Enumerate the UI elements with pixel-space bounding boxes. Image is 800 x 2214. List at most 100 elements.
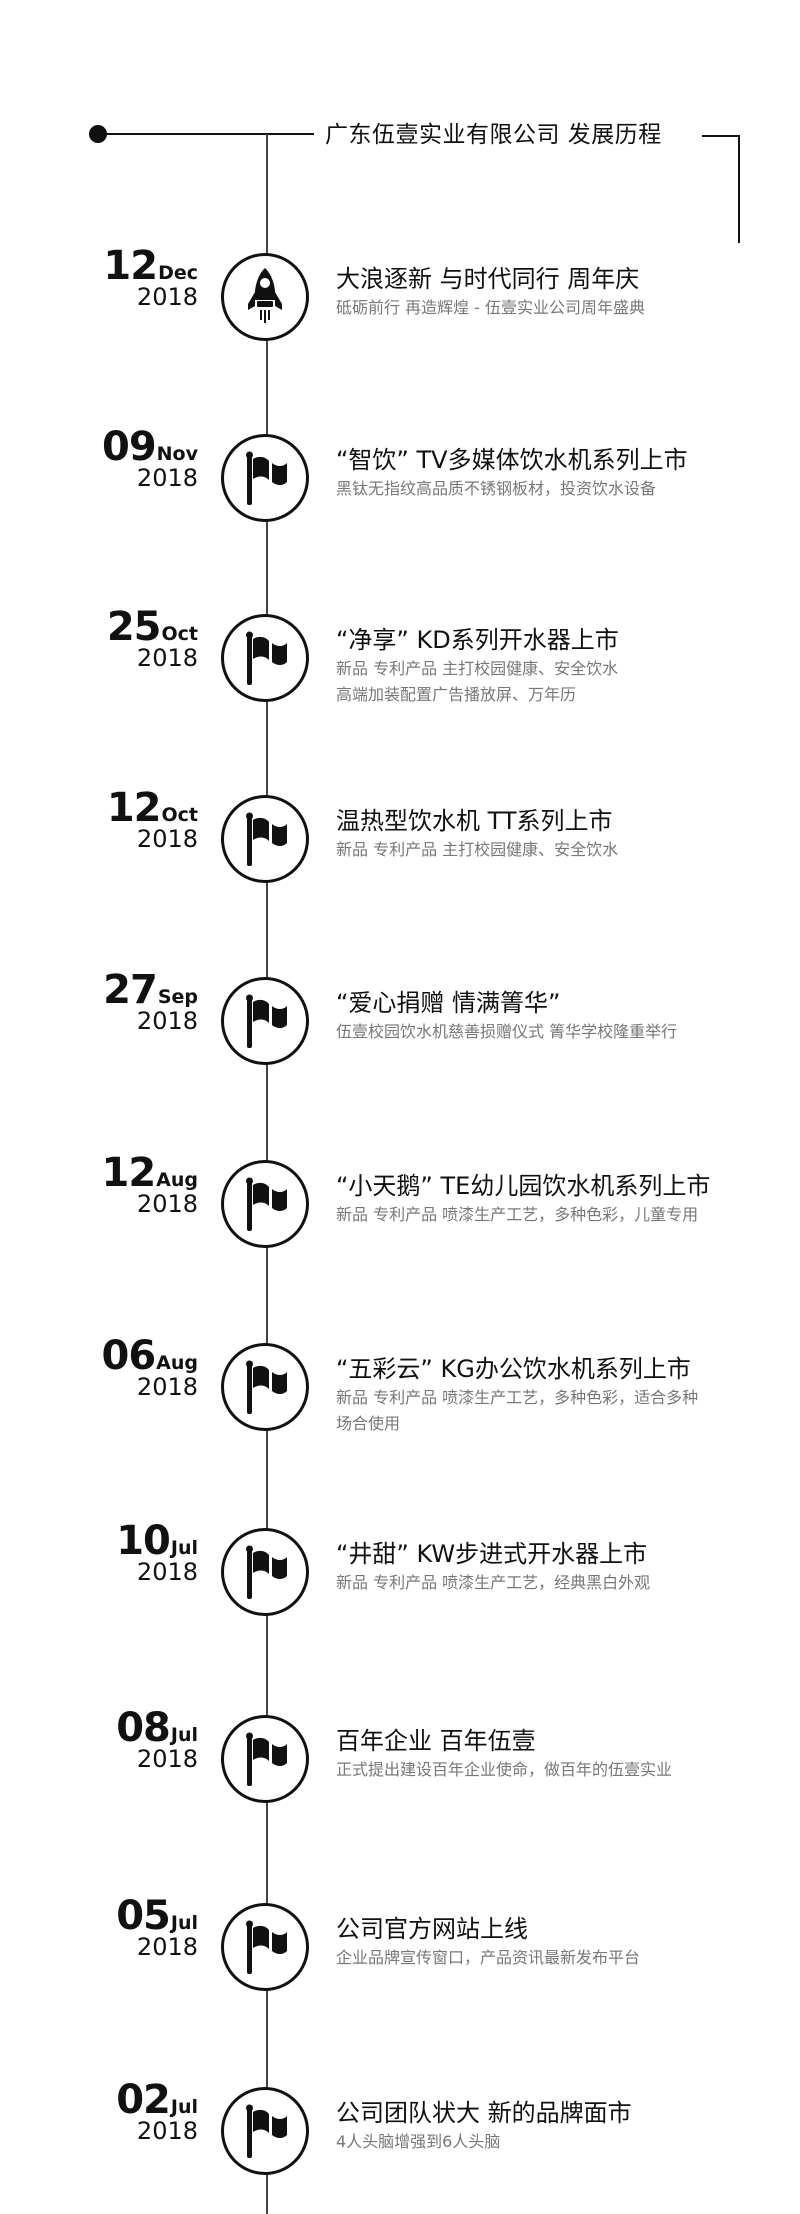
event-day: 27 bbox=[103, 967, 158, 1013]
flag-icon bbox=[221, 1528, 309, 1616]
event-title: “五彩云” KG办公饮水机系列上市 bbox=[336, 1355, 691, 1383]
event-year: 2018 bbox=[136, 1190, 198, 1218]
event-month: Sep bbox=[157, 986, 198, 1008]
event-subtitle: 4人头脑增强到6人头脑 bbox=[336, 2132, 501, 2151]
event-text: 公司官方网站上线企业品牌宣传窗口，产品资讯最新发布平台 bbox=[336, 1909, 776, 1970]
event-subtitle: 新品 专利产品 主打校园健康、安全饮水 bbox=[336, 659, 619, 678]
event-year: 2018 bbox=[136, 825, 198, 853]
event-subtitle: 新品 专利产品 喷漆生产工艺，多种色彩，儿童专用 bbox=[336, 1205, 699, 1224]
event-subtitle: 新品 专利产品 喷漆生产工艺，多种色彩，适合多种 bbox=[336, 1388, 699, 1407]
event-year: 2018 bbox=[136, 1933, 198, 1961]
event-subtitle: 伍壹校园饮水机慈善损赠仪式 箐华学校隆重举行 bbox=[336, 1022, 678, 1041]
event-year: 2018 bbox=[136, 283, 198, 311]
event-text: “智饮” TV多媒体饮水机系列上市黑钛无指纹高品质不锈钢板材，投资饮水设备 bbox=[336, 440, 776, 501]
event-year: 2018 bbox=[136, 2117, 198, 2145]
event-subtitle: 场合使用 bbox=[336, 1414, 401, 1433]
flag-icon bbox=[221, 2087, 309, 2175]
event-subtitle: 企业品牌宣传窗口，产品资讯最新发布平台 bbox=[336, 1948, 641, 1967]
event-text: 百年企业 百年伍壹正式提出建设百年企业使命，做百年的伍壹实业 bbox=[336, 1721, 776, 1782]
event-day: 08 bbox=[116, 1705, 171, 1751]
event-day: 25 bbox=[106, 604, 162, 650]
page-title: 广东伍壹实业有限公司 发展历程 bbox=[325, 122, 662, 148]
event-subtitle: 新品 专利产品 喷漆生产工艺，经典黑白外观 bbox=[336, 1573, 651, 1592]
event-day: 02 bbox=[116, 2077, 171, 2123]
event-title: “净享” KD系列开水器上市 bbox=[336, 626, 619, 654]
event-month: Jul bbox=[170, 1912, 198, 1934]
event-year: 2018 bbox=[136, 1373, 198, 1401]
flag-icon bbox=[221, 977, 309, 1065]
event-text: “爱心捐赠 情满箐华” 伍壹校园饮水机慈善损赠仪式 箐华学校隆重举行 bbox=[336, 983, 776, 1044]
event-year: 2018 bbox=[136, 1745, 198, 1773]
flag-icon bbox=[221, 1715, 309, 1803]
event-title: 大浪逐新 与时代同行 周年庆 bbox=[336, 265, 640, 293]
event-month: Jul bbox=[170, 2096, 198, 2118]
event-text: “小天鹅” TE幼儿园饮水机系列上市新品 专利产品 喷漆生产工艺，多种色彩，儿童… bbox=[336, 1166, 776, 1227]
event-month: Jul bbox=[170, 1537, 198, 1559]
event-day: 12 bbox=[103, 243, 158, 289]
event-title: 公司官方网站上线 bbox=[336, 1915, 528, 1943]
event-day: 05 bbox=[116, 1893, 171, 1939]
event-day: 12 bbox=[106, 785, 162, 831]
event-day: 09 bbox=[101, 424, 157, 470]
event-title: “小天鹅” TE幼儿园饮水机系列上市 bbox=[336, 1172, 711, 1200]
flag-icon bbox=[221, 1343, 309, 1431]
flag-icon bbox=[221, 1160, 309, 1248]
event-text: “井甜” KW步进式开水器上市新品 专利产品 喷漆生产工艺，经典黑白外观 bbox=[336, 1534, 776, 1595]
event-title: “井甜” KW步进式开水器上市 bbox=[336, 1540, 648, 1568]
event-text: “五彩云” KG办公饮水机系列上市新品 专利产品 喷漆生产工艺，多种色彩，适合多… bbox=[336, 1349, 776, 1436]
rocket-icon bbox=[221, 253, 309, 341]
flag-icon bbox=[221, 434, 309, 522]
event-day: 12 bbox=[101, 1150, 156, 1196]
event-year: 2018 bbox=[136, 464, 198, 492]
event-subtitle: 正式提出建设百年企业使命，做百年的伍壹实业 bbox=[336, 1760, 673, 1779]
event-subtitle: 黑钛无指纹高品质不锈钢板材，投资饮水设备 bbox=[336, 479, 657, 498]
event-year: 2018 bbox=[136, 1007, 198, 1035]
event-month: Dec bbox=[158, 262, 198, 284]
event-year: 2018 bbox=[136, 644, 198, 672]
event-month: Oct bbox=[161, 804, 199, 826]
event-month: Nov bbox=[156, 443, 198, 465]
event-title: “智饮” TV多媒体饮水机系列上市 bbox=[336, 446, 688, 474]
event-subtitle: 高端加装配置广告播放屏、万年历 bbox=[336, 685, 577, 704]
event-text: “净享” KD系列开水器上市新品 专利产品 主打校园健康、安全饮水高端加装配置广… bbox=[336, 620, 776, 707]
header-rule-drop bbox=[738, 135, 740, 243]
event-month: Oct bbox=[161, 623, 199, 645]
event-subtitle: 砥砺前行 再造辉煌 - 伍壹实业公司周年盛典 bbox=[336, 298, 646, 317]
event-subtitle: 新品 专利产品 主打校园健康、安全饮水 bbox=[336, 840, 619, 859]
event-text: 温热型饮水机 TT系列上市新品 专利产品 主打校园健康、安全饮水 bbox=[336, 801, 776, 862]
event-day: 10 bbox=[116, 1518, 171, 1564]
event-month: Jul bbox=[170, 1724, 198, 1746]
event-title: 百年企业 百年伍壹 bbox=[336, 1727, 536, 1755]
flag-icon bbox=[221, 1903, 309, 1991]
event-month: Aug bbox=[156, 1169, 198, 1191]
event-text: 大浪逐新 与时代同行 周年庆砥砺前行 再造辉煌 - 伍壹实业公司周年盛典 bbox=[336, 259, 776, 320]
header-rule-left bbox=[98, 133, 314, 135]
event-year: 2018 bbox=[136, 1558, 198, 1586]
event-day: 06 bbox=[101, 1333, 156, 1379]
event-title: “爱心捐赠 情满箐华” bbox=[336, 989, 561, 1017]
event-month: Aug bbox=[156, 1352, 198, 1374]
flag-icon bbox=[221, 614, 309, 702]
